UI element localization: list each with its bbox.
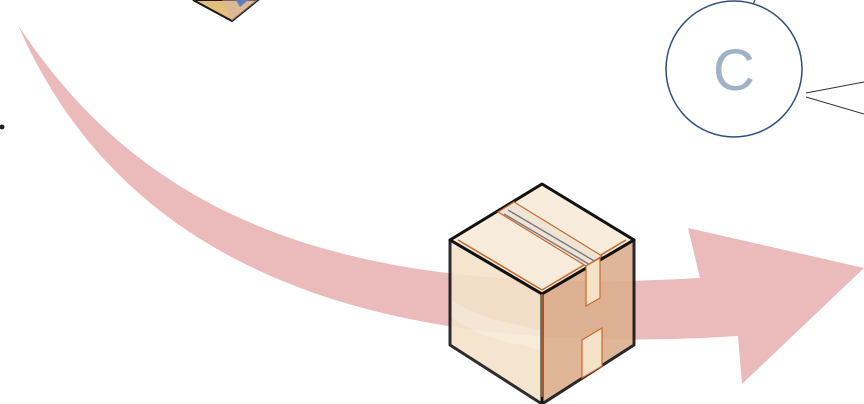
curved-arrow-icon [18,25,864,384]
curved-arrow-shape [18,25,864,384]
partial-box-icon [192,0,260,23]
node-c: C [665,0,864,138]
connector-line [805,81,864,94]
node-c-label: C [713,38,755,103]
box-left-face [448,238,544,404]
node-c-circle [665,0,803,138]
connector-line [805,96,864,115]
package-box-icon [448,182,636,404]
edge-dot [0,124,5,130]
